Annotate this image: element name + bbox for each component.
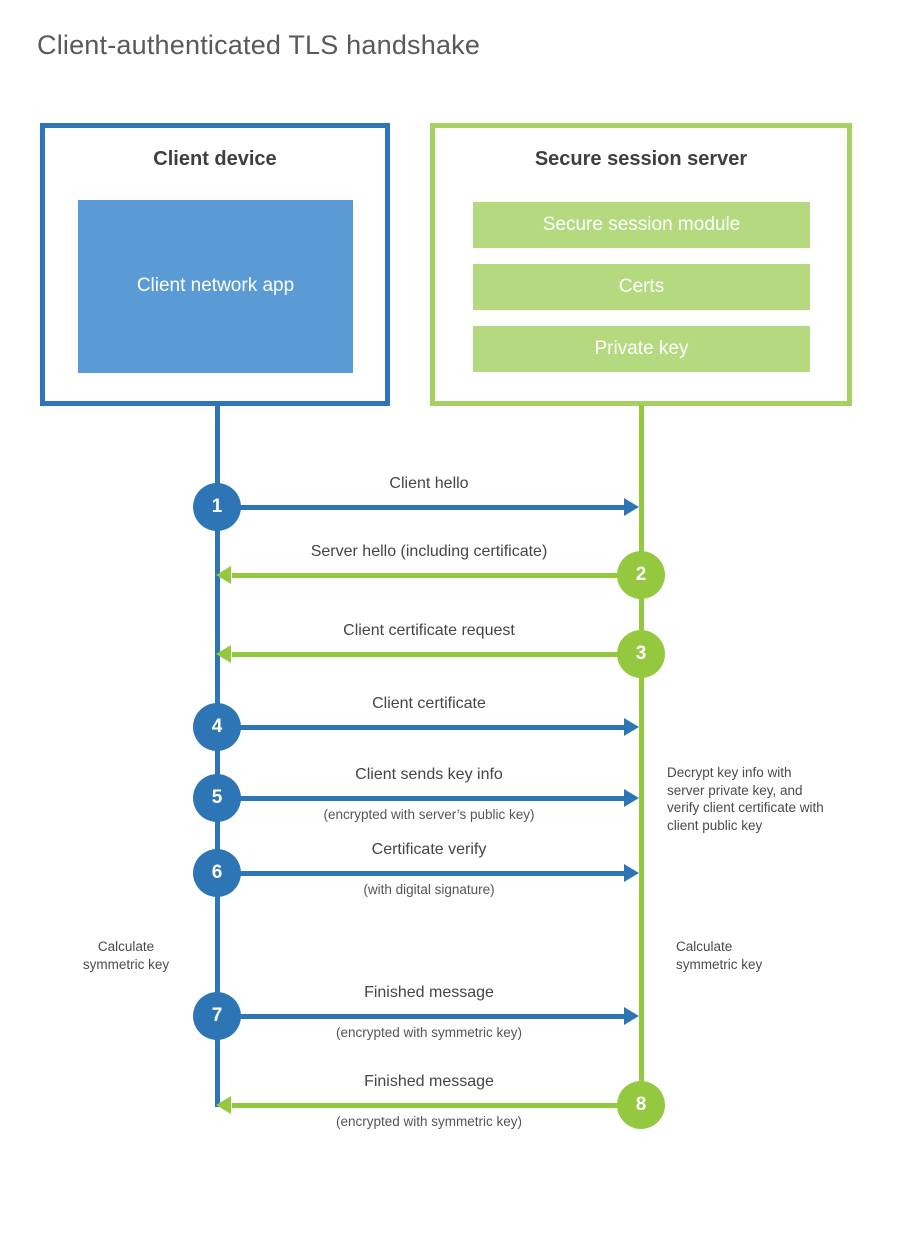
client-network-app-module: Client network app — [78, 200, 353, 373]
calculate-symmetric-key-note-server: Calculate symmetric key — [676, 939, 763, 972]
step-2-label: Server hello (including certificate) — [310, 543, 548, 560]
step-5-sublabel: (encrypted with server’s public key) — [323, 807, 535, 822]
certs-module-label: Certs — [618, 276, 665, 297]
step-1-badge: 1 — [193, 483, 241, 531]
step-2-badge: 2 — [617, 551, 665, 599]
step-8-arrow — [232, 1103, 641, 1108]
step-4-arrow — [217, 725, 625, 730]
step-7-badge: 7 — [193, 992, 241, 1040]
step-1-arrowhead-icon — [624, 498, 639, 516]
step-7-sublabel: (encrypted with symmetric key) — [335, 1025, 523, 1040]
step-6-sublabel: (with digital signature) — [363, 882, 495, 897]
step-6-arrow — [217, 871, 625, 876]
step-5-arrow — [217, 796, 625, 801]
step-2-arrowhead-icon — [216, 566, 231, 584]
step-3-badge: 3 — [617, 630, 665, 678]
client-network-app-label: Client network app — [136, 275, 295, 297]
step-5-label: Client sends key info — [355, 766, 503, 783]
step-1-label: Client hello — [389, 475, 469, 492]
secure-session-module: Secure session module — [473, 202, 810, 248]
step-7-label: Finished message — [364, 984, 494, 1001]
step-5-arrowhead-icon — [624, 789, 639, 807]
step-8-sublabel: (encrypted with symmetric key) — [335, 1114, 523, 1129]
step-8-arrowhead-icon — [216, 1096, 231, 1114]
secure-session-module-label: Secure session module — [542, 214, 741, 235]
step-4-arrowhead-icon — [624, 718, 639, 736]
decrypt-note: Decrypt key info with server private key… — [667, 765, 824, 833]
server-lifeline — [639, 405, 644, 1105]
step-6-arrowhead-icon — [624, 864, 639, 882]
private-key-module: Private key — [473, 326, 810, 372]
step-6-label: Certificate verify — [371, 841, 487, 858]
private-key-module-label: Private key — [594, 338, 689, 359]
step-3-arrow — [232, 652, 641, 657]
certs-module: Certs — [473, 264, 810, 310]
step-2-arrow — [232, 573, 641, 578]
step-4-badge: 4 — [193, 703, 241, 751]
secure-session-server-title: Secure session server — [534, 148, 748, 170]
client-lifeline — [215, 405, 220, 1107]
step-3-arrowhead-icon — [216, 645, 231, 663]
step-8-label: Finished message — [364, 1073, 494, 1090]
step-7-arrow — [217, 1014, 625, 1019]
step-4-label: Client certificate — [372, 695, 486, 712]
client-device-title: Client device — [153, 148, 277, 170]
step-7-arrowhead-icon — [624, 1007, 639, 1025]
step-5-badge: 5 — [193, 774, 241, 822]
calculate-symmetric-key-note-client: Calculate symmetric key — [82, 939, 170, 972]
step-6-badge: 6 — [193, 849, 241, 897]
step-3-label: Client certificate request — [343, 622, 515, 639]
step-8-badge: 8 — [617, 1081, 665, 1129]
page-title: Client-authenticated TLS handshake — [37, 30, 481, 60]
step-1-arrow — [217, 505, 625, 510]
